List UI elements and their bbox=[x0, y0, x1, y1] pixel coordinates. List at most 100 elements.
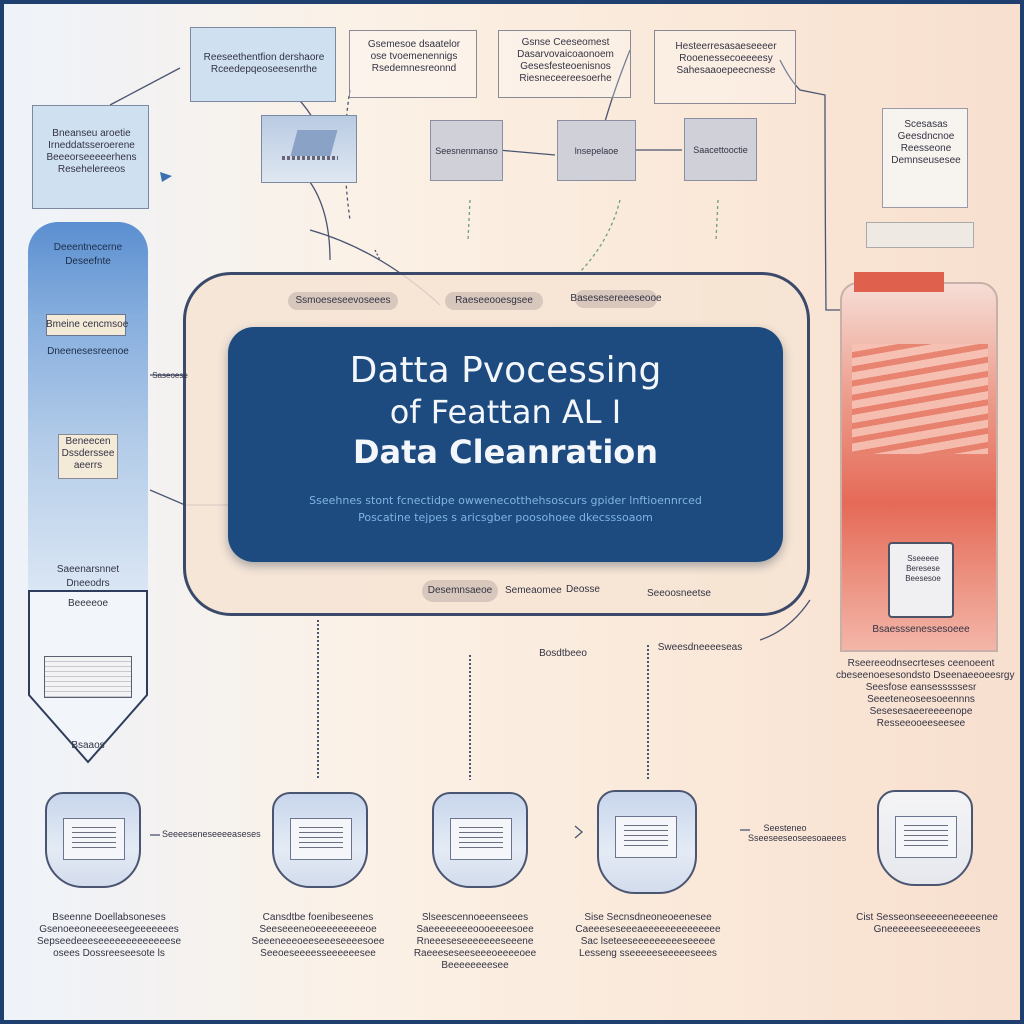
main-bottom-label: Desemnsaeoe bbox=[427, 585, 493, 596]
main-bottom-label: Semeaomee bbox=[505, 585, 562, 596]
data-container-2 bbox=[272, 792, 368, 888]
process-chip: lnsepelaoe bbox=[557, 120, 636, 181]
top-box-4-line: Sahesaaoepeecnesse bbox=[676, 65, 776, 76]
connector-label: Sweesdneeeeseas bbox=[657, 642, 743, 653]
left-panel-label: Deeentnecerne bbox=[53, 242, 123, 253]
title-line-3: Data Cleanration bbox=[352, 433, 659, 471]
left-panel-footer: Beeeeoe bbox=[67, 598, 109, 609]
bottom-col-5-line: Gneeeeeeseeeeeeeees bbox=[873, 924, 981, 935]
bottom-col-2-line: Cansdtbe foenibeseenes bbox=[262, 912, 374, 923]
right-panel: Sseeeee Beresese Beesesoe Bsaesssenesses… bbox=[840, 272, 998, 652]
left-panel-label: Dneenesesreenoe bbox=[47, 346, 129, 357]
left-card-line: Irneddatsseroerene bbox=[48, 140, 135, 151]
container-document bbox=[63, 818, 125, 860]
top-box-2: Gsemesoe dsaatelor ose tvoemenennigs Rse… bbox=[349, 30, 477, 98]
right-info-card: Scesasas Geesdncnoe Reesseone Demnseuses… bbox=[882, 108, 968, 208]
right-screen-line: Beesesoe bbox=[905, 574, 941, 583]
left-panel-note-line: Dssderssee bbox=[61, 448, 115, 459]
top-box-3-line: Dasarvovaicoaonoem bbox=[517, 49, 614, 60]
bottom-col-4-line: Lesseng sseeeeeseeeeeseees bbox=[579, 948, 717, 959]
container-document bbox=[615, 816, 677, 858]
left-panel-note-line: Beneecen bbox=[65, 436, 111, 447]
left-panel-screen bbox=[44, 656, 132, 698]
top-box-4-line: Rooenessecoeeeesy bbox=[679, 53, 773, 64]
left-info-card: Bneanseu aroetie Irneddatsseroerene Beee… bbox=[32, 105, 149, 209]
data-container-1 bbox=[45, 792, 141, 888]
subtitle-line-2: Poscatine tejpes s aricsgber poosohoee d… bbox=[358, 511, 653, 524]
left-panel-bottom: Bsaaos bbox=[71, 740, 105, 751]
arrow-label: Seesteneo bbox=[763, 823, 807, 833]
bottom-col-4-line: Caeeeseseeeaeeeeeeeeeeeeee bbox=[575, 924, 721, 935]
left-panel-arrow: Beeeeoe Bsaaos bbox=[28, 590, 148, 765]
right-note-line: cbeseenoesesondsto Dseenaeeoeesrgy bbox=[836, 670, 1015, 681]
bottom-col-1-line: Sepseedeeeseeeeeeeeeeeeese bbox=[36, 936, 182, 947]
bottom-col-3-line: Slseescennoeeenseees bbox=[421, 912, 529, 923]
top-box-2-line: Rsedemnesreonnd bbox=[371, 63, 457, 74]
right-note-line: Resseeooeeseesee bbox=[876, 718, 966, 729]
top-box-2-line: ose tvoemenennigs bbox=[370, 51, 458, 62]
bottom-col-3-line: Rneeeseseeeeeeeseeene bbox=[416, 936, 534, 947]
main-pill bbox=[575, 290, 657, 308]
bottom-col-4-line: Sise Secnsdneoneoeenesee bbox=[584, 912, 712, 923]
water-image-box bbox=[261, 115, 357, 183]
top-box-1-line: Rceedepqeoseesenrthe bbox=[210, 64, 318, 75]
right-screen-line: Sseeeee bbox=[907, 554, 939, 563]
container-document bbox=[895, 816, 957, 858]
top-box-4: Hesteerresasaeseeeer Rooenessecoeeeesy S… bbox=[654, 30, 796, 104]
bottom-col-3-line: Saeeeeeeeeoooeeeesoee bbox=[416, 924, 534, 935]
bottom-col-3-line: Raeeeseseeseeeoeeeeoee bbox=[413, 948, 537, 959]
right-panel-tab bbox=[854, 272, 944, 292]
right-note-line: Seesfose eansesssssesr bbox=[865, 682, 977, 693]
process-chip: Saacettooctie bbox=[684, 118, 757, 181]
main-pill-label: Basesesereeeseooe bbox=[570, 293, 662, 304]
main-pill-label: Ssmoeseseevoseees bbox=[295, 295, 391, 306]
top-box-3-line: Gsnse Ceeseomest bbox=[521, 37, 610, 48]
right-note-line: Rseereeodnsecrteses ceenoeent bbox=[847, 658, 995, 669]
main-pill-label: Raeseeooesgsee bbox=[455, 295, 533, 306]
right-note-line: Seeeteneoseesoeennns bbox=[867, 694, 975, 705]
main-pill bbox=[288, 292, 398, 310]
top-box-1: Reeseethentfion dershaore Rceedepqeosees… bbox=[190, 27, 336, 102]
left-panel-label: Deseefnte bbox=[65, 256, 111, 267]
right-card-line: Geesdncnoe bbox=[897, 131, 955, 142]
bottom-col-1-line: Bseenne Doellabsoneses bbox=[52, 912, 166, 923]
bottom-col-2-line: Seeoeseeeesseeeeeesee bbox=[260, 948, 376, 959]
data-container-5 bbox=[877, 790, 973, 886]
right-card-line: Demnseusesee bbox=[891, 155, 961, 166]
connector-label: Bosdtbeeo bbox=[539, 648, 587, 659]
right-panel-label: Bsaesssenessesoeee bbox=[872, 624, 970, 635]
left-panel-box bbox=[46, 314, 126, 336]
left-panel-note bbox=[58, 434, 118, 479]
right-screen-line: Beresese bbox=[906, 564, 940, 573]
data-container-4 bbox=[597, 790, 697, 894]
subtitle-line-1: Sseehnes stont fcnectidpe owwenecotthehs… bbox=[309, 494, 702, 507]
bottom-col-3-line: Beeeeeeeesee bbox=[441, 960, 509, 971]
right-note-line: Sesesesaeereeeenope bbox=[869, 706, 973, 717]
right-card-strip bbox=[866, 222, 974, 248]
container-document bbox=[450, 818, 512, 860]
water-sheet bbox=[290, 130, 338, 156]
bottom-col-2-line: Seeeneeeoeeseeeseeeesoee bbox=[251, 936, 385, 947]
connector-label: Saseoese bbox=[152, 371, 188, 380]
title-line-1: Datta Pvocessing bbox=[349, 350, 662, 391]
left-card-line: Beeeorseeeeerhens bbox=[46, 152, 137, 163]
main-bottom-pill bbox=[422, 580, 498, 602]
arrow-label: Seeeeseneseeeeaseses bbox=[162, 829, 261, 839]
top-box-2-line: Gsemesoe dsaatelor bbox=[367, 39, 461, 50]
data-container-3 bbox=[432, 792, 528, 888]
title-card: Datta Pvocessing of Feattan AL I Data Cl… bbox=[228, 327, 783, 562]
title-line-2: of Feattan AL I bbox=[389, 393, 622, 431]
left-panel: Deeentnecerne Deseefnte Bmeine cencmsoe … bbox=[28, 222, 148, 602]
bottom-col-1-line: Gsenoeeoneeeeseegeeeeeees bbox=[39, 924, 179, 935]
top-box-3-line: Riesneceereesoerhe bbox=[519, 73, 612, 84]
right-card-line: Reesseone bbox=[900, 143, 952, 154]
bottom-col-1-line: osees Dossreeseesote ls bbox=[53, 948, 165, 959]
left-card-line: Resehelereeos bbox=[57, 164, 126, 175]
left-panel-box-label: Bmeine cencmsoe bbox=[46, 319, 129, 330]
left-card-line: Bneanseu aroetie bbox=[52, 128, 131, 139]
top-box-3: Gsnse Ceeseomest Dasarvovaicoaonoem Gese… bbox=[498, 30, 631, 98]
main-bottom-label: Seeoosneetse bbox=[647, 588, 711, 599]
process-chip: Seesnenmanso bbox=[430, 120, 503, 181]
left-panel-footer: Dneeodrs bbox=[66, 578, 110, 589]
main-bottom-label: Deosse bbox=[566, 584, 600, 595]
